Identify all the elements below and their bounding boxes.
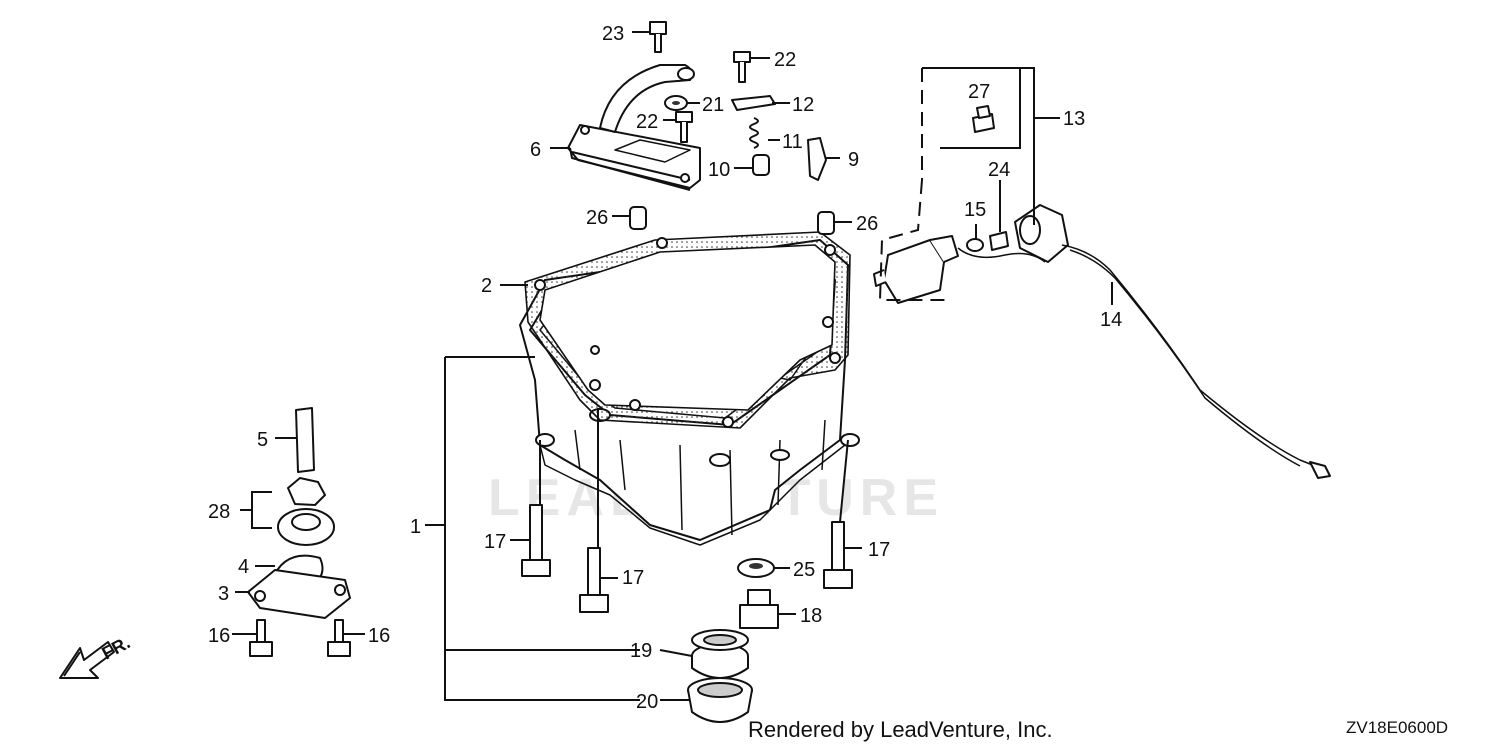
dowel-pin-part[interactable] [817,211,835,235]
callout-24: 24 [988,159,1010,181]
screw-part[interactable] [989,231,1009,251]
bolt-part[interactable] [675,111,693,143]
bolt-part[interactable] [733,51,751,83]
callout-2: 2 [481,275,492,297]
callout-3: 3 [218,583,229,605]
callout-23: 23 [602,23,624,45]
callout-17b: 17 [622,567,644,589]
callout-27: 27 [968,81,990,103]
callout-10: 10 [708,159,730,181]
callout-20: 20 [636,691,658,713]
callout-14: 14 [1100,309,1122,331]
callout-13: 13 [1063,108,1085,130]
base-plate-part[interactable] [247,569,351,619]
bolt-part[interactable] [649,21,667,53]
callout-9: 9 [848,149,859,171]
plate-part[interactable] [731,95,776,111]
bolt-part[interactable] [579,547,609,613]
callout-6: 6 [530,139,541,161]
breather-cover-part[interactable] [567,64,701,191]
sensor-cable-part[interactable] [957,204,1331,479]
callout-18: 18 [800,605,822,627]
drain-plug-part[interactable] [739,589,779,629]
callout-26a: 26 [586,207,608,229]
callout-21: 21 [702,94,724,116]
callout-16a: 16 [208,625,230,647]
callout-22b: 22 [636,111,658,133]
callout-16b: 16 [368,625,390,647]
bolt-part[interactable] [249,619,273,657]
gear-part[interactable] [287,477,326,506]
callout-28: 28 [208,501,230,523]
rendered-by-credit: Rendered by LeadVenture, Inc. [748,717,1053,742]
assembly-bracket-13 [878,67,1060,301]
callout-1: 1 [410,516,421,538]
callout-17a: 17 [484,531,506,553]
bolt-part[interactable] [823,521,853,589]
cap-part[interactable] [687,677,753,723]
shaft-part[interactable] [295,407,315,473]
callout-19: 19 [630,640,652,662]
callout-11: 11 [782,131,803,153]
callout-25: 25 [793,559,815,581]
dowel-pin-part[interactable] [629,206,647,230]
bolt-part[interactable] [327,619,351,657]
callout-17c: 17 [868,539,890,561]
callout-15: 15 [964,199,986,221]
gasket-part[interactable] [524,231,851,429]
bolt-part[interactable] [521,504,551,577]
spring-part[interactable] [749,117,759,149]
drawing-code: ZV18E0600D [1346,718,1449,737]
callout-22a: 22 [774,49,796,71]
front-direction-arrow-icon [59,641,115,679]
callout-5: 5 [257,429,268,451]
clip-part[interactable] [807,137,827,181]
callout-12: 12 [792,94,814,116]
callout-26b: 26 [856,213,878,235]
oil-seal-part[interactable] [691,629,749,679]
collar-part[interactable] [752,154,770,176]
washer-part[interactable] [966,238,984,252]
callout-4: 4 [238,556,249,578]
screw-part[interactable] [972,105,995,133]
oil-level-switch-part[interactable] [873,235,959,304]
